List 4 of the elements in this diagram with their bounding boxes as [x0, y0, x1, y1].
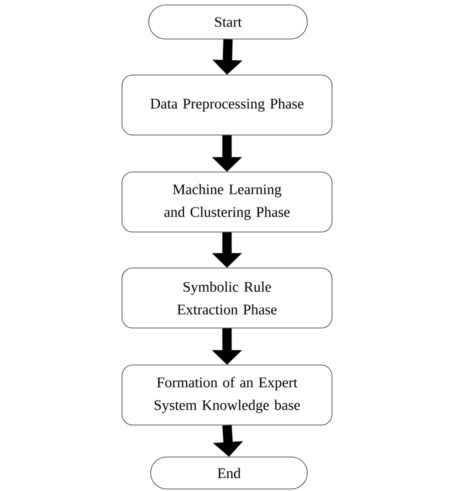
process-box: Data Preprocessing Phase [122, 74, 332, 136]
process-box: Machine Learning and Clustering Phase [122, 172, 332, 232]
process-box: Symbolic Rule Extraction Phase [122, 268, 332, 328]
process-box: Formation of an Expert System Knowledge base [122, 364, 332, 426]
